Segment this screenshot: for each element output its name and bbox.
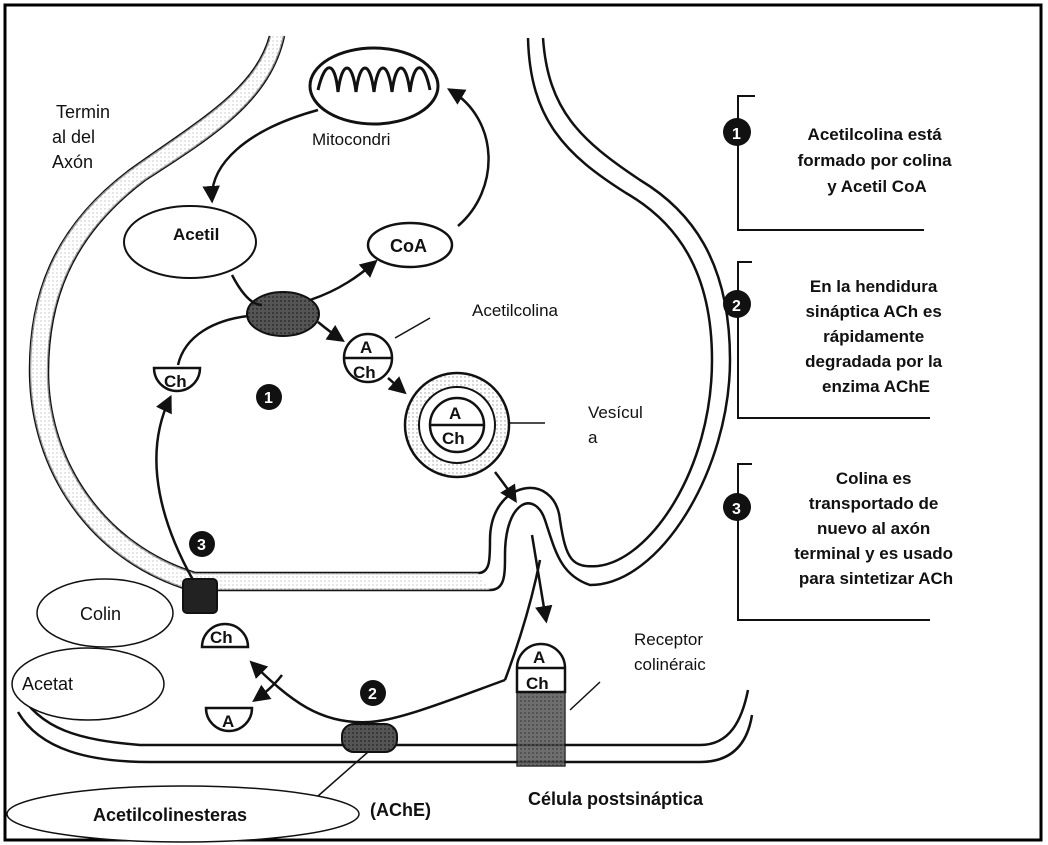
arrow-vesicle-to-membrane xyxy=(495,472,515,500)
cholinergic-receptor-icon xyxy=(517,692,565,766)
svg-text:Colina es transportado d: Colina es transportado de nuevo al axón … xyxy=(794,469,957,588)
choline-molecule-cleft: Ch xyxy=(202,624,248,647)
step-1: 1 Acetilcolina está formado por colina y… xyxy=(723,118,956,196)
coa-label: CoA xyxy=(390,236,427,256)
ach-molecule: A Ch xyxy=(344,334,392,382)
svg-text:A: A xyxy=(360,338,372,357)
acetyl-label: Acetil xyxy=(173,225,219,244)
arrow-coa-to-mito xyxy=(450,90,489,226)
step-2: 2 En la hendidura sináptica ACh es rápid… xyxy=(723,277,947,396)
svg-text:A: A xyxy=(449,404,461,423)
svg-text:2: 2 xyxy=(368,686,377,703)
svg-text:A: A xyxy=(222,712,234,731)
arrow-enzyme-to-ach xyxy=(318,322,342,340)
mitochondria-label: Mitocondri xyxy=(312,130,390,149)
receptor-pointer xyxy=(570,682,600,710)
acetate-label: Acetat xyxy=(22,674,73,694)
terminal-axon-label: Termin al del Axón xyxy=(52,102,115,172)
arrow-choline-to-enzyme xyxy=(178,316,248,365)
acetate-molecule-cleft: A xyxy=(206,708,252,731)
arrow-ach-to-vesicle xyxy=(388,378,404,392)
svg-text:Ch: Ch xyxy=(526,674,549,693)
svg-text:3: 3 xyxy=(732,501,741,518)
arrow-release xyxy=(532,535,546,620)
mitochondria-icon xyxy=(310,48,438,124)
ache-name-label: Acetilcolinesteras xyxy=(93,805,247,825)
vesicle: A Ch xyxy=(405,373,509,477)
step-marker-1: 1 xyxy=(256,384,282,410)
svg-text:2: 2 xyxy=(732,298,741,315)
svg-text:Ch: Ch xyxy=(353,363,376,382)
svg-text:Acetilcolina está formad: Acetilcolina está formado por colina y A… xyxy=(798,125,957,196)
postsynaptic-label: Célula postsináptica xyxy=(528,789,704,809)
synthesis-enzyme-icon xyxy=(247,292,319,336)
step-marker-2: 2 xyxy=(360,680,386,706)
arrow-enzyme-to-coa xyxy=(310,262,375,300)
svg-text:En la hendidura sináptic: En la hendidura sináptica ACh es rápidam… xyxy=(805,277,947,396)
ache-pointer xyxy=(318,752,368,796)
receptor-label: Receptor colinéraic xyxy=(634,630,708,674)
acetylcholine-label: Acetilcolina xyxy=(472,301,559,320)
vesicle-label: Vesícul a xyxy=(588,403,648,447)
choline-label: Colin xyxy=(80,604,121,624)
ache-abbr-label: (AChE) xyxy=(370,800,431,820)
ache-enzyme-icon xyxy=(342,724,397,752)
bound-ach-molecule: A Ch xyxy=(517,644,565,693)
step-3: 3 Colina es transportado de nuevo al axó… xyxy=(723,469,958,588)
choline-molecule-cycle: Ch xyxy=(154,368,200,391)
choline-transporter-icon xyxy=(183,579,217,613)
svg-text:3: 3 xyxy=(197,537,206,554)
svg-text:A: A xyxy=(533,648,545,667)
step-marker-3: 3 xyxy=(189,531,215,557)
svg-text:Ch: Ch xyxy=(442,429,465,448)
arrow-choline-reuptake xyxy=(156,398,193,580)
svg-text:Ch: Ch xyxy=(210,628,233,647)
svg-text:1: 1 xyxy=(264,390,273,407)
svg-text:Ch: Ch xyxy=(164,372,187,391)
svg-text:1: 1 xyxy=(732,126,741,143)
acetylcholine-pointer xyxy=(395,318,430,338)
